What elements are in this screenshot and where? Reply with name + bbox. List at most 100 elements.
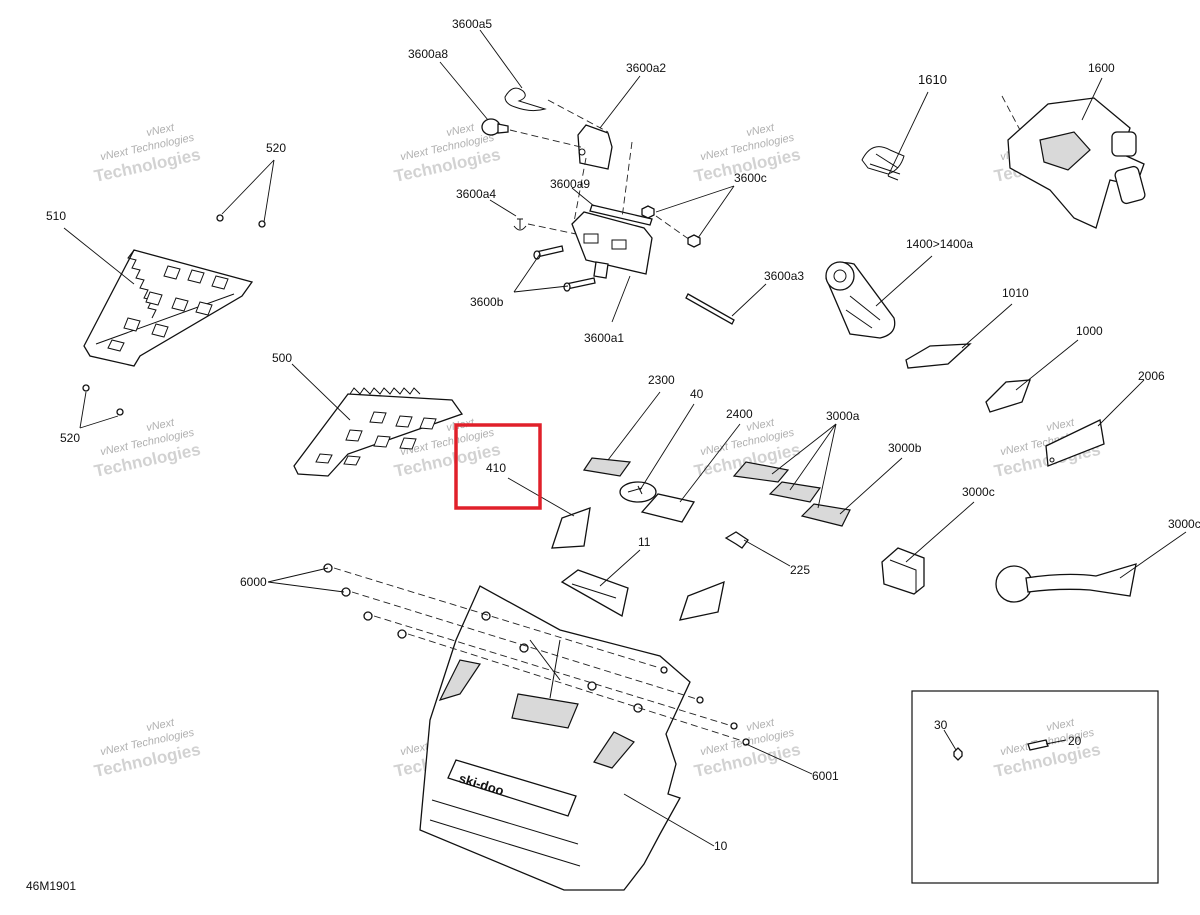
decal-3000a-2 [768, 481, 822, 503]
label-3600a5: 3600a5 [452, 17, 492, 31]
label-1610: 1610 [918, 72, 947, 87]
label-3600a8: 3600a8 [408, 47, 448, 61]
label-1000: 1000 [1076, 324, 1103, 338]
hood-hole-1 [481, 611, 491, 621]
hood-hole-4 [633, 703, 643, 713]
label-3000c-mirror: 3000c [1168, 517, 1200, 531]
bolt-head-b [563, 282, 571, 292]
assembly-line-6 [655, 215, 691, 241]
svg-text:vNext: vNext [145, 416, 176, 434]
gauge-40 [619, 481, 657, 503]
footrest-500 [293, 387, 464, 477]
footrest-510 [82, 214, 266, 416]
watermark-11: vNext vNext Technologies Technologies [692, 716, 802, 780]
svg-text:vNext: vNext [1045, 716, 1076, 734]
assembly-line-5 [527, 223, 577, 235]
anchor-3600a4 [513, 218, 527, 231]
bracket-tab [593, 261, 609, 279]
label-3600a9: 3600a9 [550, 177, 590, 191]
housing-1600 [1001, 95, 1146, 229]
assembly-line-1 [509, 129, 586, 149]
svg-text:vNext: vNext [145, 716, 176, 734]
label-1400: 1400>1400a [906, 237, 973, 251]
label-6001: 6001 [812, 769, 839, 783]
diagram-ref-code: 46M1901 [26, 879, 76, 893]
hood-hole-3 [587, 681, 597, 691]
label-520-bottom: 520 [60, 431, 80, 445]
label-225: 225 [790, 563, 810, 577]
watermark-1: vNext vNext Technologies Technologies [92, 121, 202, 185]
decal-3000a-1 [732, 461, 790, 483]
bracket-slot-2 [611, 239, 627, 250]
svg-text:vNext: vNext [745, 716, 776, 734]
fasteners-6000 [323, 563, 747, 743]
mirror-3000c [995, 563, 1137, 603]
decal-plain [679, 580, 725, 621]
label-510: 510 [46, 209, 66, 223]
label-3000b: 3000b [888, 441, 922, 455]
label-2006: 2006 [1138, 369, 1165, 383]
label-1010: 1010 [1002, 286, 1029, 300]
label-3600a4: 3600a4 [456, 187, 496, 201]
label-3600c: 3600c [734, 171, 767, 185]
decal-3000b [800, 503, 851, 527]
pin-3600a3 [685, 293, 735, 325]
watermark-2: vNext vNext Technologies Technologies [392, 121, 502, 185]
label-11: 11 [638, 535, 651, 549]
svg-text:vNext: vNext [1045, 416, 1076, 434]
clamp-hole [578, 148, 586, 156]
label-3600a2: 3600a2 [626, 61, 666, 75]
label-2300: 2300 [648, 373, 675, 387]
screw-20 [1027, 739, 1049, 751]
plate-3600a9 [589, 204, 653, 226]
knob-3600a8 [481, 118, 501, 136]
svg-text:vNext: vNext [745, 416, 776, 434]
label-20: 20 [1068, 734, 1082, 748]
bracket-slot-1 [583, 233, 599, 244]
detail-inset [911, 690, 1159, 884]
highlight-box-410[interactable] [454, 423, 542, 510]
panel-11 [560, 569, 629, 618]
label-3600a1: 3600a1 [584, 331, 624, 345]
knob-stem [497, 123, 509, 134]
callout-labels: 3600a5 3600a8 3600a2 3600a4 3600a9 3600c… [26, 17, 1200, 893]
label-6000: 6000 [240, 575, 267, 589]
label-500: 500 [272, 351, 292, 365]
label-1600: 1600 [1088, 61, 1115, 75]
nut-3600c-b [687, 234, 701, 248]
label-3600b: 3600b [470, 295, 504, 309]
svg-text:vNext: vNext [145, 121, 176, 139]
svg-text:vNext: vNext [445, 121, 476, 139]
pin-clip-3600a5 [504, 87, 547, 112]
pad-1010 [905, 343, 972, 369]
clip-225 [724, 531, 749, 549]
decal-410 [551, 507, 591, 549]
bracket-2006 [1045, 419, 1105, 467]
hood-10: ski-doo [419, 585, 691, 891]
label-3000c: 3000c [962, 485, 995, 499]
decal-2300 [582, 457, 632, 477]
label-40: 40 [690, 387, 704, 401]
assembly-line-3 [621, 141, 633, 219]
bolt-30 [953, 747, 963, 761]
fasteners-6001 [660, 666, 750, 746]
svg-text:vNext: vNext [745, 121, 776, 139]
label-3000a: 3000a [826, 409, 860, 423]
pad-1000 [985, 379, 1031, 413]
label-2400: 2400 [726, 407, 753, 421]
panel-11-inner [571, 583, 617, 599]
label-10: 10 [714, 839, 728, 853]
label-520-top: 520 [266, 141, 286, 155]
watermark-9: vNext vNext Technologies Technologies [92, 716, 202, 780]
clip-1610 [861, 146, 905, 181]
watermark-5: vNext vNext Technologies Technologies [92, 416, 202, 480]
assembly-line-2 [547, 99, 609, 133]
label-3600a3: 3600a3 [764, 269, 804, 283]
roll-1400 [825, 261, 896, 339]
label-30: 30 [934, 718, 948, 732]
bracket-assembly-3600 [481, 87, 735, 325]
holder-3000c [881, 547, 925, 595]
bracket-2006-hole [1049, 457, 1055, 463]
